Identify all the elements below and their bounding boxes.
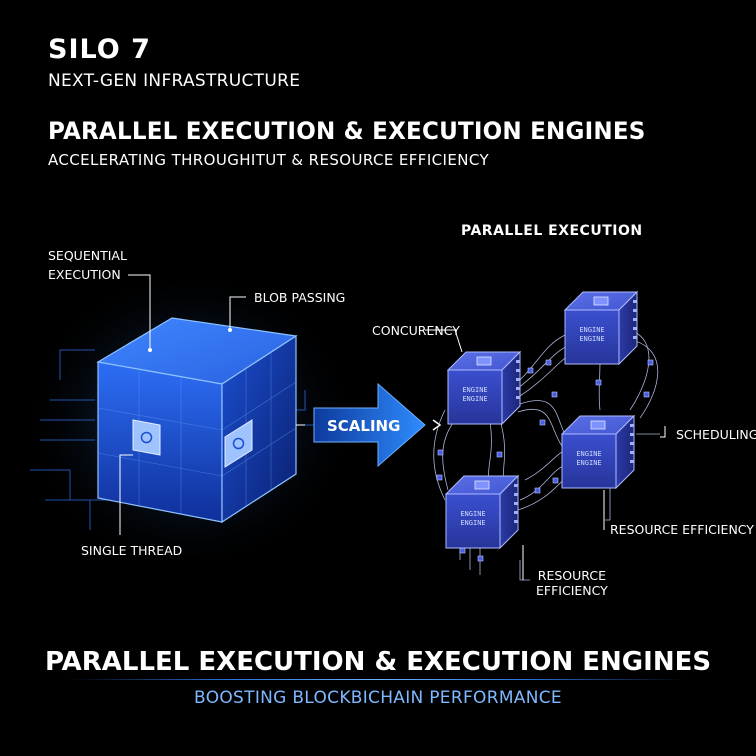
label-sequential-execution: SEQUENTIAL EXECUTION (48, 248, 127, 282)
parallel-execution-title: PARALLEL EXECUTION (461, 223, 643, 239)
single-thread-cube (25, 270, 355, 570)
label-concurrency: CONCURENCY (372, 323, 460, 338)
scaling-arrow: SCALING (313, 382, 442, 468)
engine-network (433, 329, 660, 581)
page-title: PARALLEL EXECUTION & EXECUTION ENGINES (48, 117, 646, 145)
engine-label: ENGINE (576, 459, 601, 467)
brand-name: SILO 7 (48, 34, 151, 65)
chip-icon (476, 356, 492, 366)
brand-tagline: NEXT-GEN INFRASTRUCTURE (48, 71, 301, 91)
footer-divider (70, 679, 686, 680)
page-subtitle: ACCELERATING THROUGHITUT & RESOURCE EFFI… (48, 151, 490, 169)
chip-icon (590, 420, 606, 430)
engine-label: ENGINE (460, 510, 485, 518)
engine-label: ENGINE (462, 395, 487, 403)
engine-label: ENGINE (462, 386, 487, 394)
engine-label: ENGINE (579, 335, 604, 343)
chip-icon (224, 419, 253, 468)
chip-icon (132, 419, 161, 456)
footer-title: PARALLEL EXECUTION & EXECUTION ENGINES (44, 647, 712, 677)
chip-icon (593, 296, 609, 306)
label-blob-passing: BLOB PASSING (254, 290, 346, 305)
engine-label: ENGINE (579, 326, 604, 334)
callout-lines (425, 329, 666, 580)
chip-icon (474, 480, 490, 490)
engine-label: ENGINE (576, 450, 601, 458)
connector-nodes (436, 359, 654, 562)
engine-label: ENGINE (460, 519, 485, 527)
label-scheduling: SCHEDULING (676, 427, 756, 442)
scaling-label: SCALING (327, 417, 400, 435)
label-single-thread: SINGLE THREAD (81, 543, 183, 558)
label-resource-efficiency-2: RESOURCE EFFICIENCY (536, 568, 608, 598)
footer-subtitle: BOOSTING BLOCKBICHAIN PERFORMANCE (194, 688, 562, 708)
label-resource-efficiency: RESOURCE EFFICIENCY (610, 522, 754, 537)
